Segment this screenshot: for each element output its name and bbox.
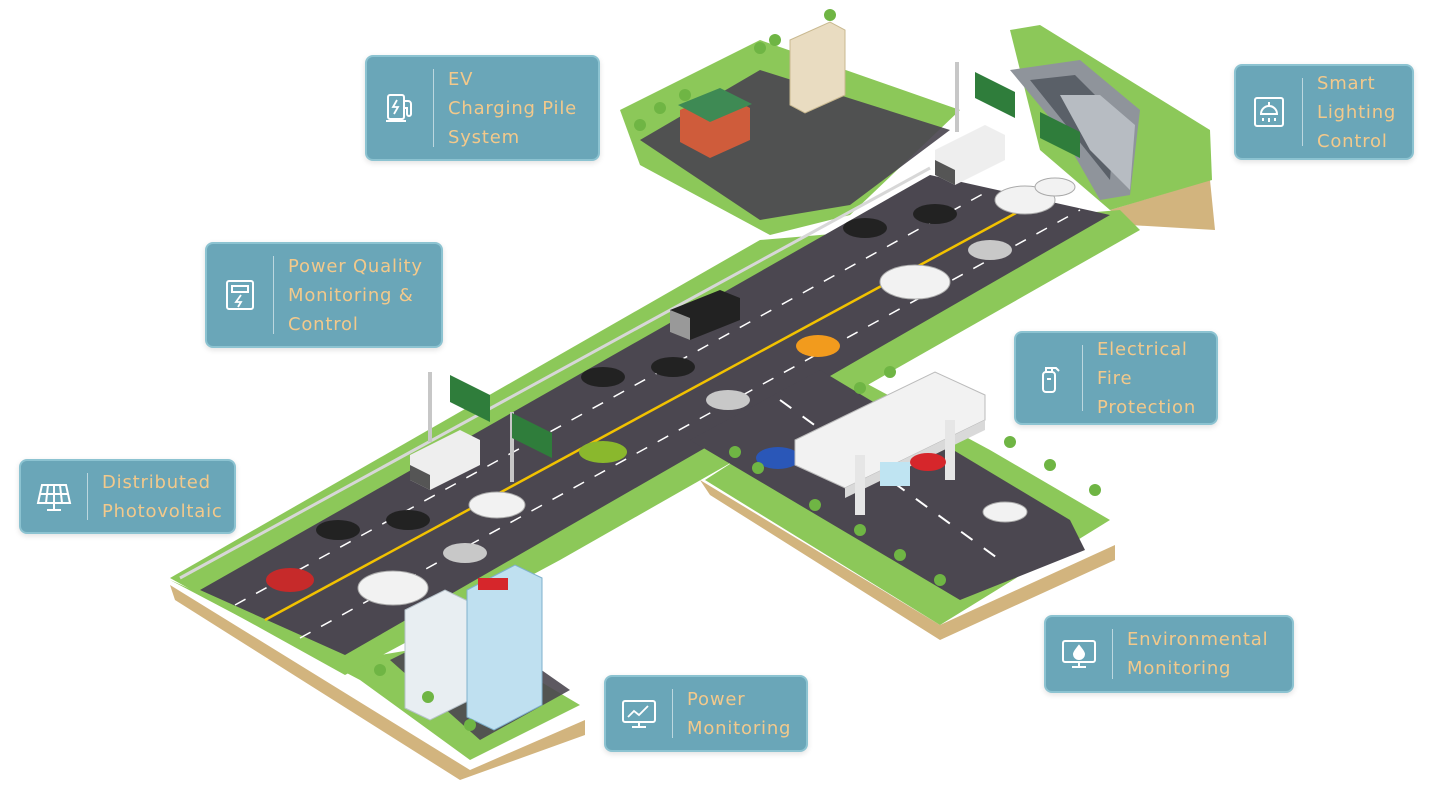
- scene-buildings: [374, 9, 1101, 731]
- solar-panel-icon: [21, 461, 87, 532]
- scene-toll-station: [794, 371, 986, 515]
- scene-sign-gantries: [428, 62, 1080, 482]
- callout-label: EV Charging Pile System: [448, 68, 578, 148]
- callout-divider: [1302, 78, 1303, 146]
- callout-ev-charging-pile-system[interactable]: EV Charging Pile System: [365, 55, 600, 161]
- callout-divider: [672, 689, 673, 738]
- callout-divider: [1082, 345, 1083, 411]
- callout-divider: [87, 473, 88, 520]
- callout-electrical-fire-protection[interactable]: Electrical Fire Protection: [1014, 331, 1218, 425]
- monitor-chart-icon: [606, 677, 672, 750]
- ev-charger-icon: [367, 57, 433, 159]
- callout-label: Environmental Monitoring: [1127, 629, 1269, 679]
- callout-label: Distributed Photovoltaic: [102, 471, 223, 522]
- callout-divider: [433, 69, 434, 147]
- callout-label: Power Monitoring: [687, 688, 792, 739]
- callout-label: Smart Lighting Control: [1317, 72, 1397, 152]
- environment-monitor-icon: [1046, 617, 1112, 691]
- callout-smart-lighting-control[interactable]: Smart Lighting Control: [1234, 64, 1414, 160]
- callout-divider: [1112, 629, 1113, 679]
- callout-label: Power Quality Monitoring & Control: [288, 255, 423, 335]
- callout-divider: [273, 256, 274, 334]
- callout-environmental-monitoring[interactable]: Environmental Monitoring: [1044, 615, 1294, 693]
- callout-power-quality-monitoring-control[interactable]: Power Quality Monitoring & Control: [205, 242, 443, 348]
- callout-distributed-photovoltaic[interactable]: Distributed Photovoltaic: [19, 459, 236, 534]
- callout-label: Electrical Fire Protection: [1097, 338, 1197, 418]
- fire-extinguisher-icon: [1016, 333, 1082, 423]
- scene-vehicles: [266, 125, 1076, 606]
- callout-power-monitoring[interactable]: Power Monitoring: [604, 675, 808, 752]
- power-meter-icon: [207, 244, 273, 346]
- ceiling-lamp-icon: [1236, 66, 1302, 158]
